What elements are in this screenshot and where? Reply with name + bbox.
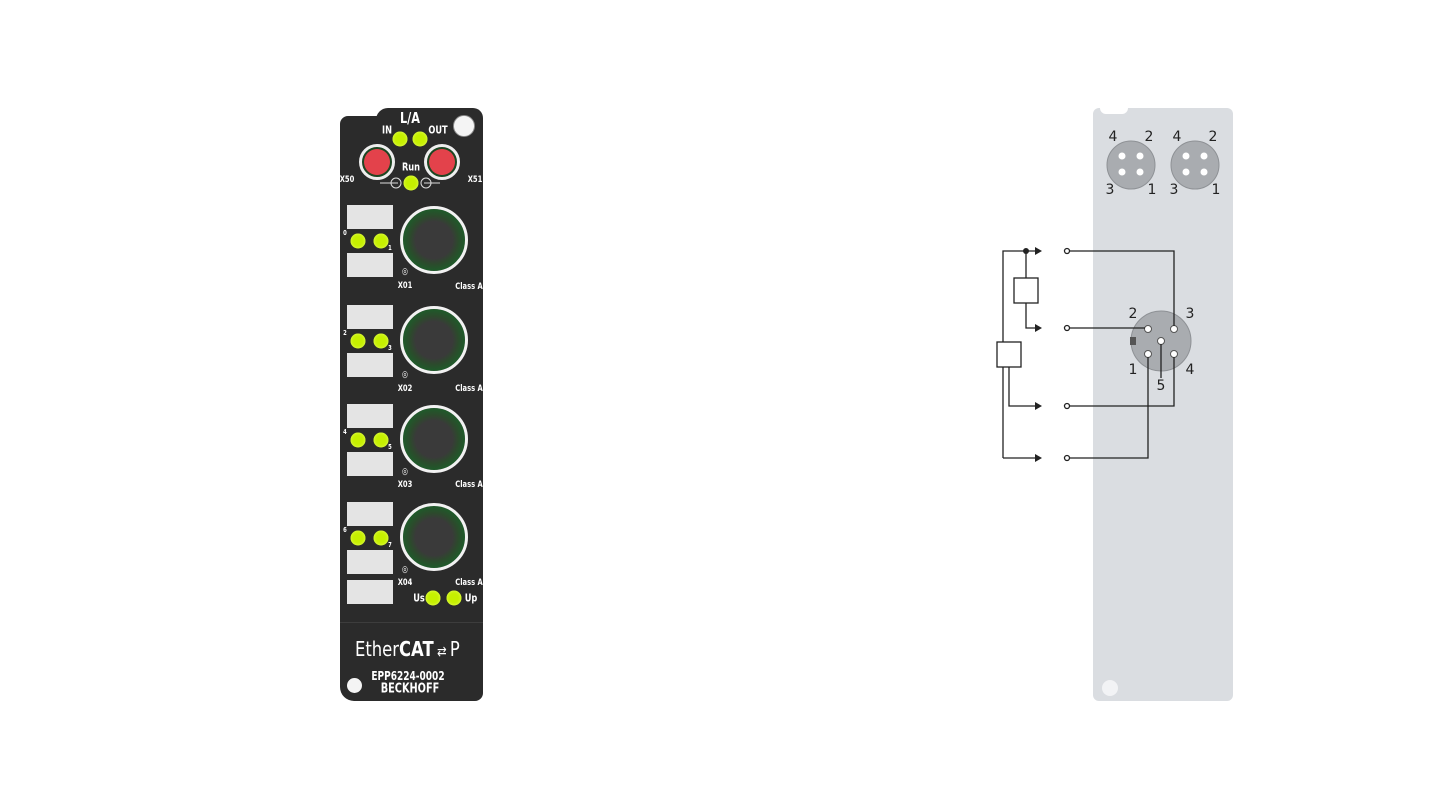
analog-input-icon: ◎: [402, 370, 408, 380]
in-label: IN: [382, 123, 392, 137]
port-label: X03: [397, 480, 413, 490]
m12-pin-label: 4: [1185, 362, 1195, 378]
out-label: OUT: [428, 123, 448, 137]
led-out: [412, 131, 428, 147]
channel-number: 1: [388, 244, 392, 252]
ecat-pin-label: 1: [1211, 182, 1221, 198]
device-divider: [340, 622, 483, 623]
m12-connector: [400, 306, 468, 374]
m12-pin-label: 5: [1156, 378, 1166, 394]
run-label: Run: [401, 160, 421, 174]
channel-number: 3: [388, 344, 392, 352]
label-field: [347, 305, 393, 329]
ethercat-in-connector: [359, 144, 395, 180]
class-label: Class A: [455, 480, 483, 490]
port-label: X02: [397, 384, 413, 394]
m12-pin-label: 2: [1128, 306, 1138, 322]
logo-cat: CAT: [399, 637, 434, 661]
led-run: [403, 175, 419, 191]
ecat-pin-label: 3: [1105, 182, 1115, 198]
label-field: [347, 205, 393, 229]
mounting-hole-top: [453, 115, 475, 137]
ecat-pin-label: 2: [1208, 129, 1218, 145]
class-label: Class A: [455, 384, 483, 394]
m12-connector: [400, 405, 468, 473]
channel-number: 7: [388, 541, 392, 549]
x50-label: X50: [339, 175, 355, 185]
back-plate: [1093, 108, 1233, 701]
channel-number: 6: [343, 526, 347, 534]
m12-connector: [400, 206, 468, 274]
led-in: [392, 131, 408, 147]
m12-connector: [400, 503, 468, 571]
exchange-arrows-icon: ⇄: [436, 644, 447, 660]
plate-hole-top: [1100, 108, 1128, 114]
ecat-pin-label: 4: [1172, 129, 1182, 145]
class-label: Class A: [455, 578, 483, 588]
channel-number: 5: [388, 443, 392, 451]
x51-label: X51: [467, 175, 483, 185]
class-label: Class A: [455, 282, 483, 292]
ecat-connector-pinout: [1106, 140, 1220, 190]
led-channel: [350, 333, 366, 349]
label-field: [347, 253, 393, 277]
led-channel: [350, 233, 366, 249]
direction-arrows-icon: [380, 177, 440, 189]
analog-input-icon: ◎: [402, 267, 408, 277]
ecat-pin-label: 3: [1169, 182, 1179, 198]
channel-number: 0: [343, 229, 347, 237]
analog-input-icon: ◎: [402, 565, 408, 575]
us-label: Us: [413, 591, 425, 605]
label-field: [347, 353, 393, 377]
analog-input-icon: ◎: [402, 467, 408, 477]
ecat-pin-label: 4: [1108, 129, 1118, 145]
brand-logo: BECKHOFF: [380, 681, 440, 697]
la-label: L/A: [400, 109, 420, 127]
logo-ether: Ether: [355, 637, 400, 661]
channel-number: 2: [343, 329, 347, 337]
led-channel: [373, 333, 389, 349]
channel-number: 4: [343, 428, 347, 436]
led-channel: [350, 530, 366, 546]
label-field: [347, 580, 393, 604]
ethercat-out-connector: [424, 144, 460, 180]
led-us: [425, 590, 441, 606]
led-channel: [373, 233, 389, 249]
led-channel: [373, 530, 389, 546]
ethercat-p-logo: EtherCAT⇄P: [355, 637, 460, 661]
model-number: EPP6224-0002: [371, 669, 445, 683]
ecat-pin-label: 2: [1144, 129, 1154, 145]
label-field: [347, 404, 393, 428]
port-label: X01: [397, 281, 413, 291]
label-field: [347, 550, 393, 574]
led-channel: [350, 432, 366, 448]
label-field: [347, 452, 393, 476]
up-label: Up: [464, 591, 478, 605]
label-field: [347, 502, 393, 526]
m12-pin-label: 3: [1185, 306, 1195, 322]
mounting-hole-bottom: [347, 678, 362, 693]
m12-pin-label: 1: [1128, 362, 1138, 378]
port-label: X04: [397, 578, 413, 588]
logo-p: P: [449, 637, 460, 661]
plate-hole-bottom: [1102, 680, 1118, 696]
led-up: [446, 590, 462, 606]
led-channel: [373, 432, 389, 448]
ecat-pin-label: 1: [1147, 182, 1157, 198]
